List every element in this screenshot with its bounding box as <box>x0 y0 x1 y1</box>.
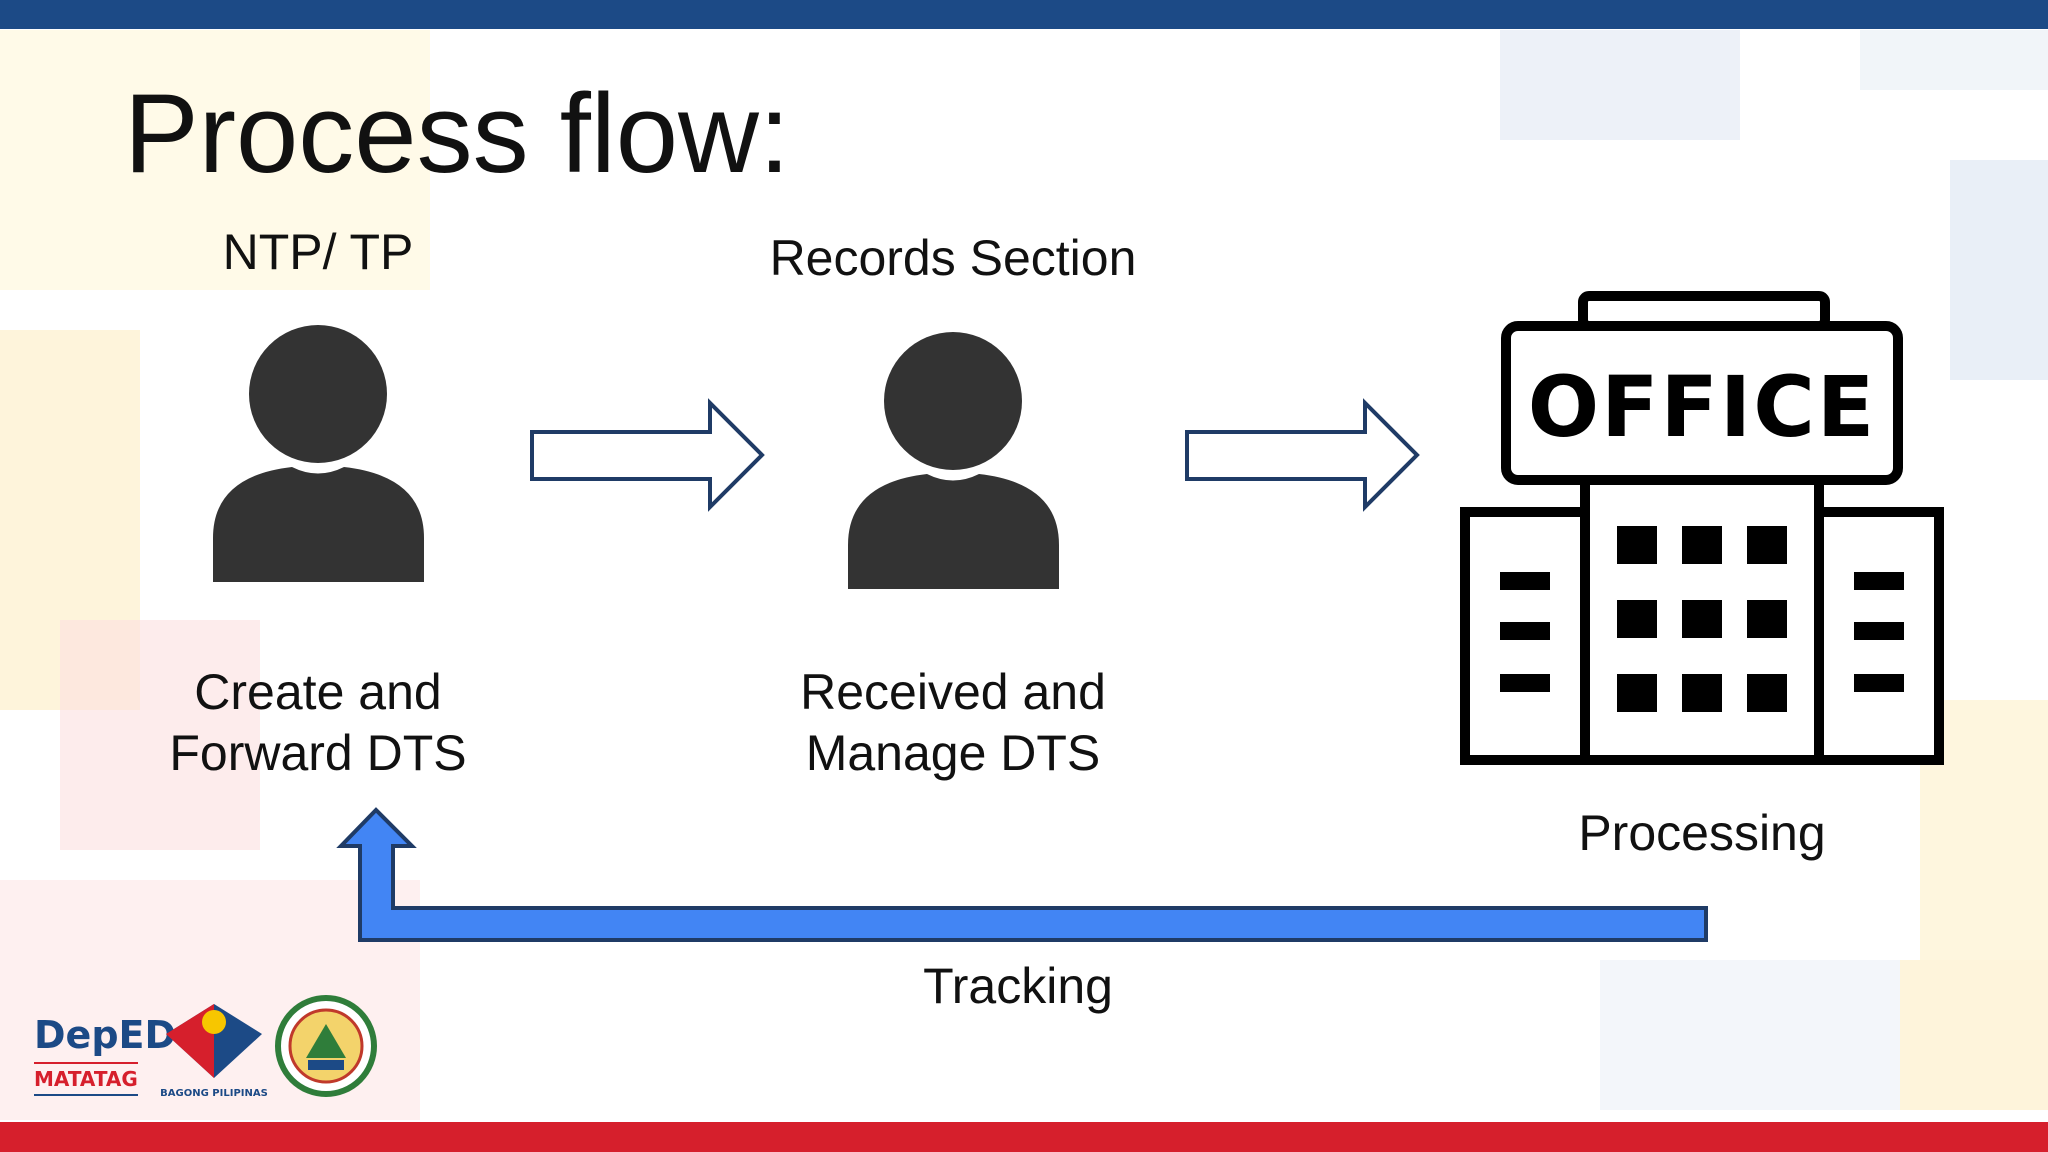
division-seal-logo <box>275 995 377 1097</box>
bagong-pilipinas-text: BAGONG PILIPINAS <box>160 1088 268 1099</box>
tracking-label: Tracking <box>923 958 1113 1014</box>
node-2-action: Received and Manage DTS <box>753 662 1153 784</box>
office-windows <box>1500 526 1904 712</box>
node-1-action: Create and Forward DTS <box>118 662 518 784</box>
slide-title: Process flow: <box>124 71 790 196</box>
person-icon <box>213 325 424 582</box>
person-icon <box>848 332 1059 589</box>
node-2-action-line2: Manage DTS <box>805 725 1101 781</box>
return-arrow-icon <box>336 807 1708 942</box>
deped-matatag-logo: DepED MATATAG <box>34 1013 176 1096</box>
right-arrow-icon <box>530 398 765 512</box>
right-arrow-icon <box>1185 398 1420 512</box>
office-sign-text: OFFICE <box>1528 358 1876 456</box>
node-2-action-line1: Received and <box>800 664 1106 720</box>
bottom-band <box>0 1122 2048 1152</box>
top-band <box>0 0 2048 29</box>
bagong-pilipinas-logo: BAGONG PILIPINAS <box>160 1004 268 1099</box>
deped-logo-text: DepED <box>34 1013 176 1057</box>
matatag-logo-text: MATATAG <box>34 1067 138 1091</box>
node-1-role: NTP/ TP <box>222 224 414 280</box>
node-1-action-line2: Forward DTS <box>169 725 467 781</box>
node-3-action: Processing <box>1578 805 1826 861</box>
node-2-role: Records Section <box>769 230 1137 286</box>
node-1-action-line1: Create and <box>194 664 442 720</box>
